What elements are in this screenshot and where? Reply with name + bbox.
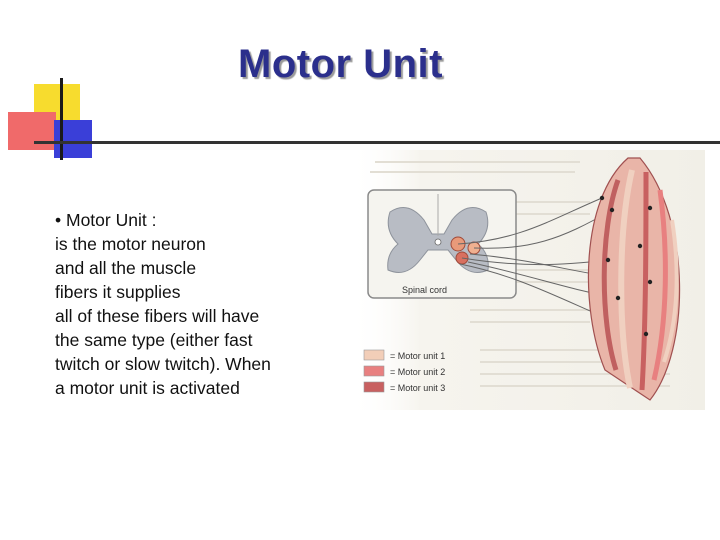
motor-unit-illustration: Spinal cord = Motor unit 1 = Motor unit … [350,150,705,410]
slide-title: Motor Unit [238,42,443,86]
decor-vertical-line [60,78,63,160]
bullet-text: • Motor Unit : is the motor neuron and a… [55,208,271,400]
spinal-cord-label: Spinal cord [402,285,447,295]
spinal-cord-section [367,189,517,299]
muscle-belly [587,157,681,401]
bullet-line: and all the muscle [55,258,197,278]
legend: = Motor unit 1 = Motor unit 2 = Motor un… [363,349,445,393]
decor-red-square [8,112,56,150]
bullet-line: twitch or slow twitch). When [55,354,271,374]
legend-item-1: = Motor unit 1 [390,351,445,361]
title-underline [34,141,720,144]
bullet-line: fibers it supplies [55,282,181,302]
bullet-line: • Motor Unit : [55,210,157,230]
bullet-line: is the motor neuron [55,234,206,254]
bullet-line: a motor unit is activated [55,378,240,398]
bullet-line: all of these fibers will have [55,306,260,326]
bullet-line: the same type (either fast [55,330,253,350]
legend-item-3: = Motor unit 3 [390,383,445,393]
nerve-fibers [457,197,651,335]
legend-item-2: = Motor unit 2 [390,367,445,377]
